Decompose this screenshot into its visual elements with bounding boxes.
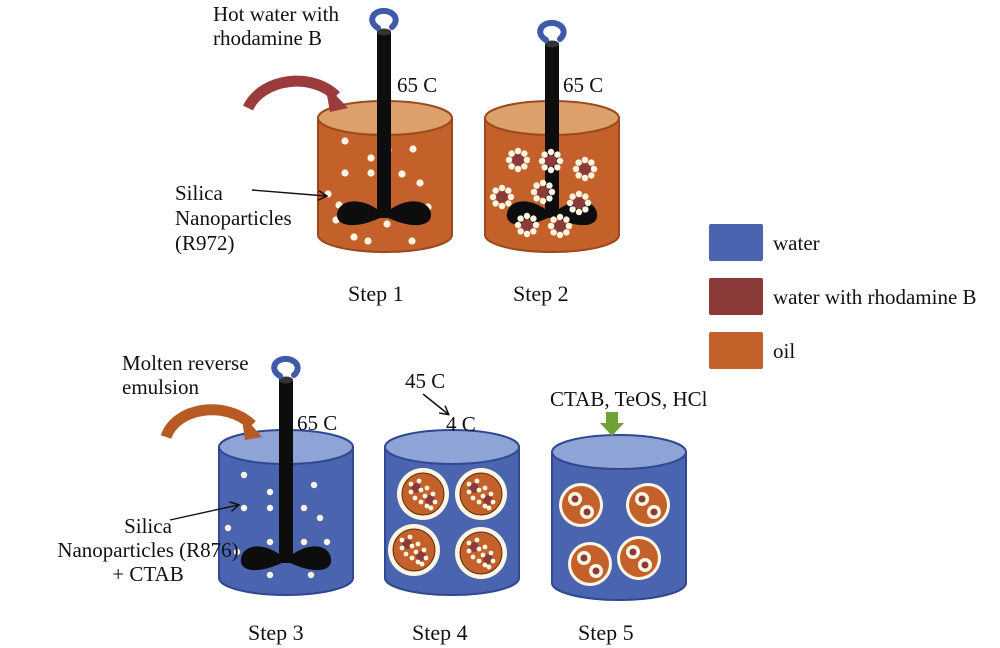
nanoparticle [310, 481, 318, 489]
callout-line2: Nanoparticles (R876) [57, 538, 238, 562]
nanoparticle [307, 571, 315, 579]
nanoparticle [398, 170, 406, 178]
pour-label-line2: emulsion [122, 375, 199, 399]
rhodamine-droplet [514, 212, 540, 238]
step-label: Step 5 [578, 620, 634, 645]
legend-swatch [709, 278, 763, 315]
pour-arrowhead-icon [325, 84, 348, 112]
rhodamine-droplet [505, 147, 531, 173]
nanoparticle [367, 154, 375, 162]
emulsion-droplet [397, 468, 449, 520]
pickering-droplets [489, 147, 598, 239]
pour-arrow-icon [160, 404, 256, 440]
callout-pointer [169, 505, 238, 521]
nanoparticle [316, 514, 324, 522]
nanoparticle [416, 179, 424, 187]
nanoparticle [300, 504, 308, 512]
step-label: Step 2 [513, 281, 569, 306]
callout-line3: (R972) [175, 231, 235, 255]
step-5: CTAB, TeOS, HCl Step 5 [550, 387, 708, 645]
rotation-arrow-icon [271, 355, 301, 379]
nanoparticle [364, 237, 372, 245]
nanoparticle [240, 471, 248, 479]
legend-swatch [709, 332, 763, 369]
nanoparticle [383, 220, 391, 228]
nanoparticle [409, 145, 417, 153]
legend: water water with rhodamine B oil [709, 224, 977, 369]
step-label: Step 3 [248, 620, 304, 645]
temperature-from-label: 45 C [405, 369, 445, 393]
callout-line2: Nanoparticles [175, 206, 292, 230]
cooling-arrow [422, 393, 448, 414]
emulsion-droplet [388, 524, 440, 576]
nanoparticle [266, 488, 274, 496]
nanoparticle [266, 571, 274, 579]
temperature-label: 65 C [563, 73, 603, 97]
callout-line3: + CTAB [112, 562, 183, 586]
temperature-label: 65 C [397, 73, 437, 97]
pour-arrowhead-icon [241, 413, 262, 440]
step-2: 65 C Step 2 [484, 19, 620, 306]
rhodamine-droplet [572, 156, 598, 182]
emulsion-droplet [455, 468, 507, 520]
silica-capsules [559, 483, 670, 586]
step-label: Step 4 [412, 620, 468, 645]
nanoparticle [240, 504, 248, 512]
callout-line1: Silica [124, 514, 173, 538]
rhodamine-droplet [538, 148, 564, 174]
nanoparticle [341, 169, 349, 177]
nanoparticle [367, 169, 375, 177]
rhodamine-droplet [566, 190, 592, 216]
nanoparticle [341, 137, 349, 145]
legend-label: water with rhodamine B [773, 285, 977, 309]
nanoparticle [350, 233, 358, 241]
step-label: Step 1 [348, 281, 404, 306]
reagents-label: CTAB, TeOS, HCl [550, 387, 708, 411]
silica-capsule [559, 483, 603, 527]
pour-label-line2: rhodamine B [213, 26, 322, 50]
legend-item: water with rhodamine B [709, 278, 977, 315]
temperature-to-label: 4 C [446, 412, 476, 436]
nanoparticle [300, 538, 308, 546]
nanoparticle [408, 237, 416, 245]
nanoparticle [323, 538, 331, 546]
pour-label-line1: Hot water with [213, 2, 339, 26]
legend-item: water [709, 224, 820, 261]
rotation-arrow-icon [369, 7, 399, 31]
pour-label-line1: Molten reverse [122, 351, 249, 375]
silica-capsule [626, 483, 670, 527]
molten-emulsion-droplets [388, 468, 507, 579]
nanoparticle [233, 548, 241, 556]
nanoparticle [266, 538, 274, 546]
silica-capsule [617, 536, 661, 580]
emulsion-droplet [455, 527, 507, 579]
reagent-arrow-icon [600, 412, 624, 436]
step-4: 45 C 4 C Step 4 [384, 369, 520, 645]
stirrer [336, 28, 432, 226]
step-1: Hot water with rhodamine B 65 C Silica N… [175, 2, 453, 306]
legend-swatch [709, 224, 763, 261]
legend-label: water [773, 231, 820, 255]
nanoparticle [266, 504, 274, 512]
legend-label: oil [773, 339, 795, 363]
rotation-arrow-icon [537, 19, 567, 43]
step-3: Molten reverse emulsion 65 C Silica Nano… [57, 351, 354, 645]
legend-item: oil [709, 332, 795, 369]
silica-capsule [568, 542, 612, 586]
callout-line1: Silica [175, 181, 224, 205]
rhodamine-droplet [489, 184, 515, 210]
pour-arrow-icon [243, 75, 340, 111]
stirrer [240, 376, 332, 571]
rhodamine-droplet [547, 213, 573, 239]
nanoparticle [224, 524, 232, 532]
callout-pointer [251, 189, 326, 196]
temperature-label: 65 C [297, 411, 337, 435]
rhodamine-droplet [530, 179, 556, 205]
silica-nanoparticles [224, 471, 331, 579]
